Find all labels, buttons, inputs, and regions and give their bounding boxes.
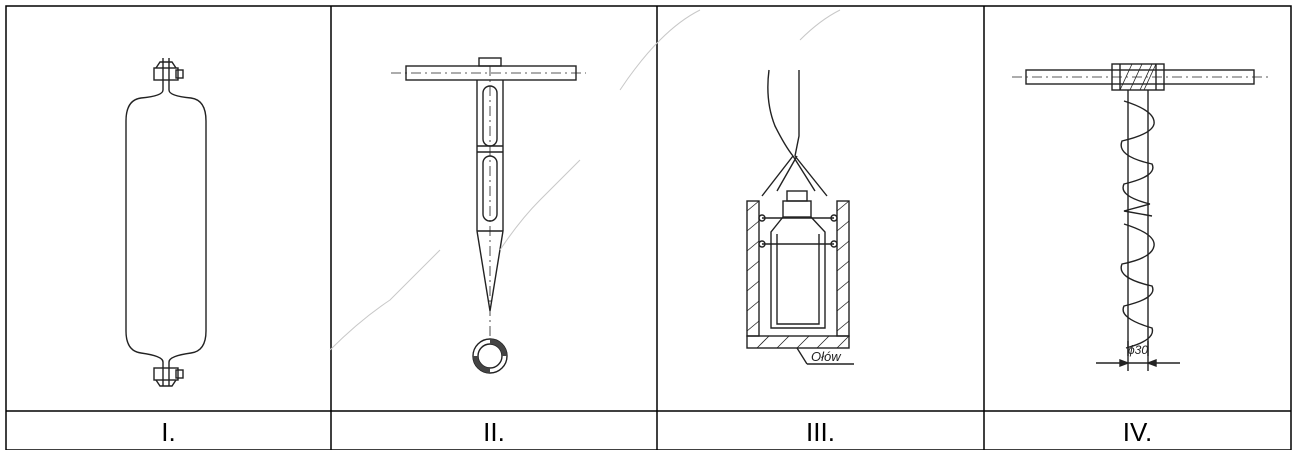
lead-label: Ołów	[811, 349, 842, 364]
caption-2: II.	[483, 417, 505, 447]
caption-1: I.	[161, 417, 176, 447]
panel-4-auger: ϕ30	[1012, 63, 1269, 371]
panel-2-sampling-tube	[391, 57, 586, 374]
diameter-label: ϕ30	[1128, 343, 1148, 357]
panel-1-gas-bulb	[125, 58, 207, 387]
caption-4: IV.	[1122, 417, 1153, 447]
caption-3: III.	[806, 417, 835, 447]
panel-3-weighted-bottle: Ołów	[746, 69, 854, 365]
